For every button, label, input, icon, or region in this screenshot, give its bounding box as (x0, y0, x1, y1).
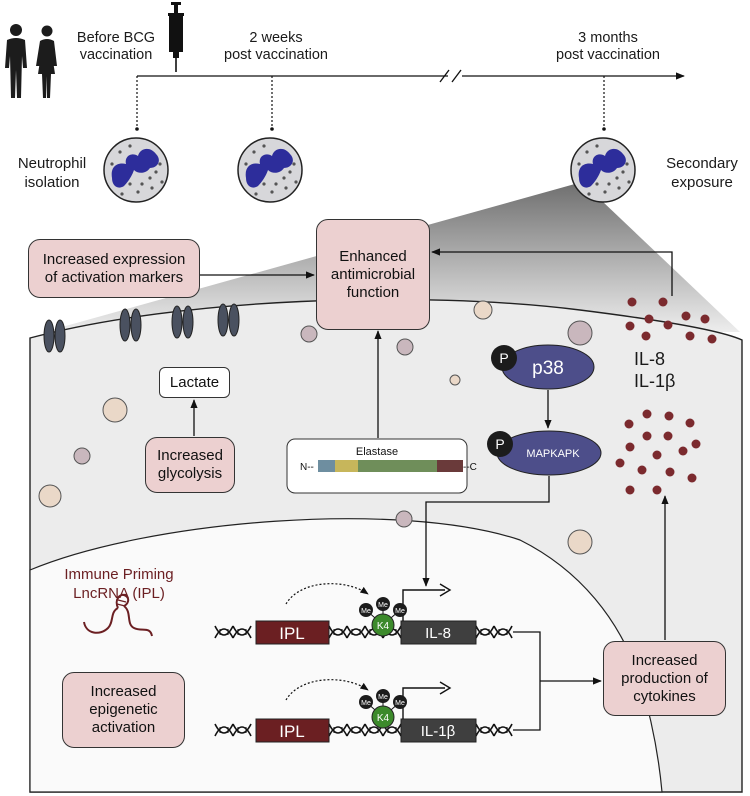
neutrophil-isolation-line1: Neutrophil (17, 155, 87, 172)
ipl-gene-1-label: IPL (279, 624, 305, 643)
timeline-axis (137, 69, 685, 83)
histone-k4-label-2: K4 (377, 713, 390, 724)
timeline-label-2weeks-line1: 2 weeks (249, 30, 303, 46)
dashed-arc-1 (285, 583, 369, 605)
elastase-label: Elastase (356, 446, 398, 458)
timeline-label-before-line2: vaccination (79, 47, 153, 63)
secondary-exposure-line1: Secondary (666, 155, 738, 172)
il8-gene-label: IL-8 (425, 625, 451, 642)
ipl-gene-2 (255, 718, 330, 743)
methyl-label: Me (361, 700, 371, 707)
il8-label: IL-8 IL-1β (634, 348, 704, 392)
il8-gene (400, 620, 477, 645)
methyl-label: Me (395, 700, 405, 707)
glycolysis-box: Increased glycolysis (145, 437, 235, 493)
p38-label: p38 (532, 358, 564, 379)
cytokine-production-box: Increased production of cytokines (603, 641, 726, 716)
neutrophil-isolation-label: Neutrophil isolation (4, 154, 100, 192)
lncrna-hairpin (116, 599, 127, 607)
cytokine-dots-extracellular (625, 297, 717, 344)
timeline-label-before-line1: Before BCG (76, 30, 156, 46)
timeline-label-3months-line2: post vaccination (556, 47, 660, 63)
timeline-label-2weeks-line2: post vaccination (224, 47, 328, 63)
il1b-label-text: IL-1β (634, 371, 676, 391)
tss-arrow-2 (402, 687, 445, 719)
activation-markers-box: Increased expression of activation marke… (28, 239, 200, 298)
ipl-title-line2: LncRNA (IPL) (73, 585, 165, 602)
elastase-n-terminus: N-- (300, 462, 314, 473)
histone-k4-label-1: K4 (377, 621, 390, 632)
histone-mark-1 (359, 597, 407, 637)
mapkapk-phospho (487, 431, 513, 457)
methyl-label: Me (378, 694, 388, 701)
people-icon (5, 24, 57, 98)
antimicrobial-function-box: Enhanced antimicrobial function (316, 219, 430, 330)
timeline-label-3months: 3 months post vaccination (544, 30, 672, 64)
arrow-mapkapk-to-nucleus (422, 476, 550, 587)
p38-phospho (491, 345, 517, 371)
ipl-gene-1 (255, 620, 330, 645)
neutrophil-cell-2 (237, 137, 303, 203)
il1b-gene (400, 718, 477, 743)
syringe-icon (168, 2, 184, 72)
lactate-box: Lactate (159, 367, 230, 398)
timeline-label-before: Before BCG vaccination (70, 30, 162, 64)
timeline-label-3months-line1: 3 months (578, 30, 638, 46)
ipl-title: Immune Priming LncRNA (IPL) (54, 565, 184, 603)
granules (38, 300, 593, 555)
neutrophil-cell-3 (570, 137, 636, 203)
dashed-arc-2 (285, 679, 369, 701)
mapkapk-label: MAPKAPK (526, 448, 580, 460)
neutrophil-isolation-line2: isolation (24, 174, 80, 191)
lncrna-icon (83, 594, 153, 637)
mapkapk-phospho-label: P (495, 436, 504, 452)
elastase-protein (318, 460, 463, 472)
p38-phospho-label: P (499, 350, 508, 366)
methyl-label: Me (378, 602, 388, 609)
neutrophil-cell-1 (103, 137, 169, 203)
methyl-label: Me (361, 608, 371, 615)
elastase-c-terminus: --C (463, 462, 477, 473)
ipl-gene-2-label: IPL (279, 722, 305, 741)
methyl-label: Me (395, 608, 405, 615)
timeline-label-2weeks: 2 weeks post vaccination (212, 30, 340, 64)
il1b-gene-label: IL-1β (421, 723, 456, 740)
timeline-connectors (136, 76, 605, 128)
secondary-exposure-label: Secondary exposure (656, 154, 748, 192)
nucleus (29, 518, 663, 793)
ipl-title-line1: Immune Priming (64, 566, 174, 583)
arrow-cytokines-to-function (431, 248, 673, 296)
il8-label-text: IL-8 (634, 349, 666, 369)
histone-mark-2 (359, 689, 407, 729)
cytokine-dots-intracellular (615, 409, 701, 495)
secondary-exposure-line2: exposure (671, 174, 733, 191)
epigenetic-activation-box: Increased epigenetic activation (62, 672, 185, 748)
